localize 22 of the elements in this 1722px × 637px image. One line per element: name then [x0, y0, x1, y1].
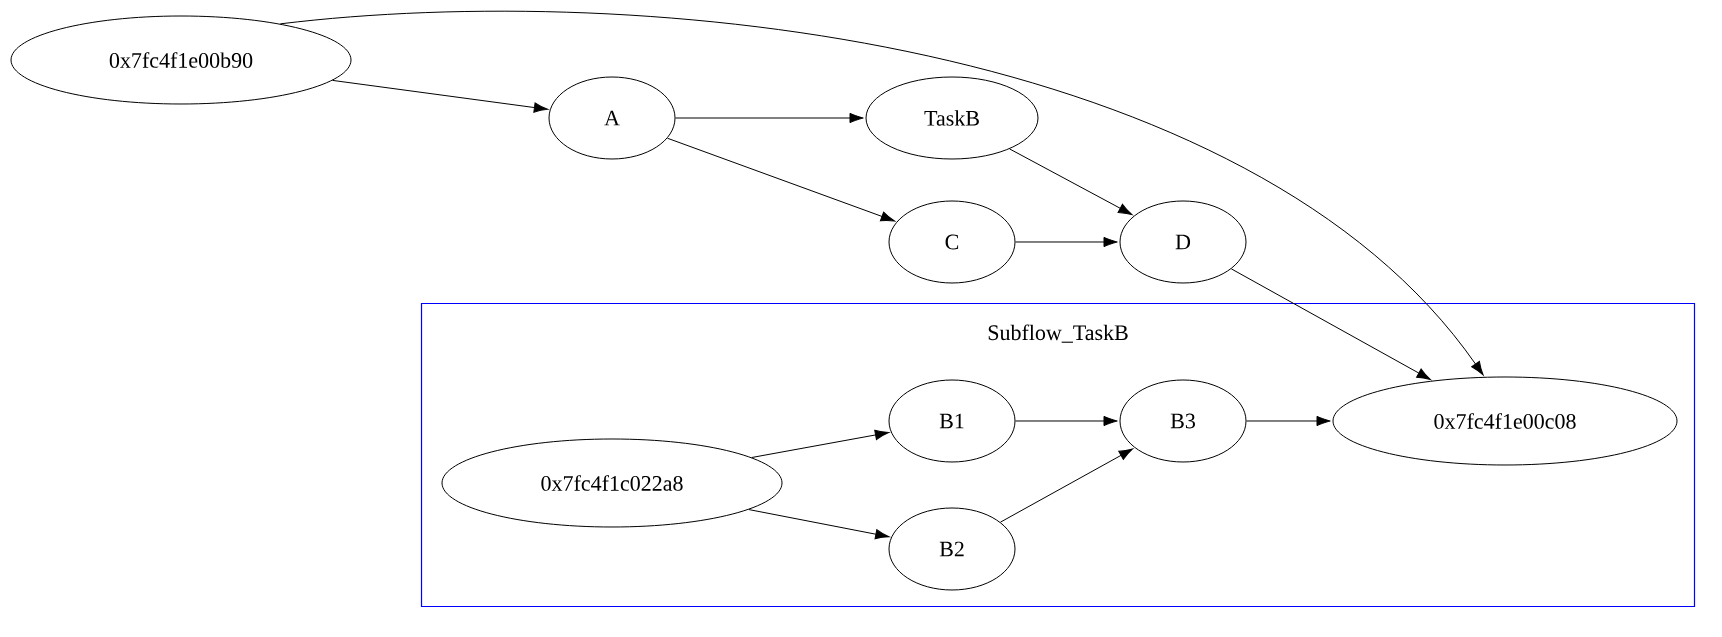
- ellipse-node: B3: [1119, 379, 1247, 463]
- arrow: [666, 137, 895, 222]
- ellipse-node: A: [548, 76, 676, 160]
- ellipse-node: B1: [888, 379, 1016, 463]
- ellipse-node: C: [888, 200, 1016, 284]
- arrow: [999, 448, 1134, 523]
- arrow: [675, 112, 864, 124]
- arrow: [1009, 148, 1133, 216]
- ellipse-node: B2: [888, 507, 1016, 591]
- arrow: [279, 10, 1484, 376]
- ellipse-node: 0x7fc4f1e00c08: [1332, 376, 1678, 466]
- arrow: [332, 79, 549, 113]
- ellipse-node: 0x7fc4f1e00b90: [10, 15, 352, 105]
- arrow: [1230, 268, 1431, 381]
- arrow: [751, 429, 890, 458]
- ellipse-node: 0x7fc4f1c022a8: [441, 438, 783, 528]
- arrow: [1015, 415, 1118, 427]
- ellipse-node: D: [1119, 200, 1247, 284]
- arrow: [748, 509, 890, 540]
- arrow: [1015, 236, 1118, 248]
- ellipse-node: TaskB: [865, 76, 1039, 160]
- arrow: [1246, 415, 1331, 427]
